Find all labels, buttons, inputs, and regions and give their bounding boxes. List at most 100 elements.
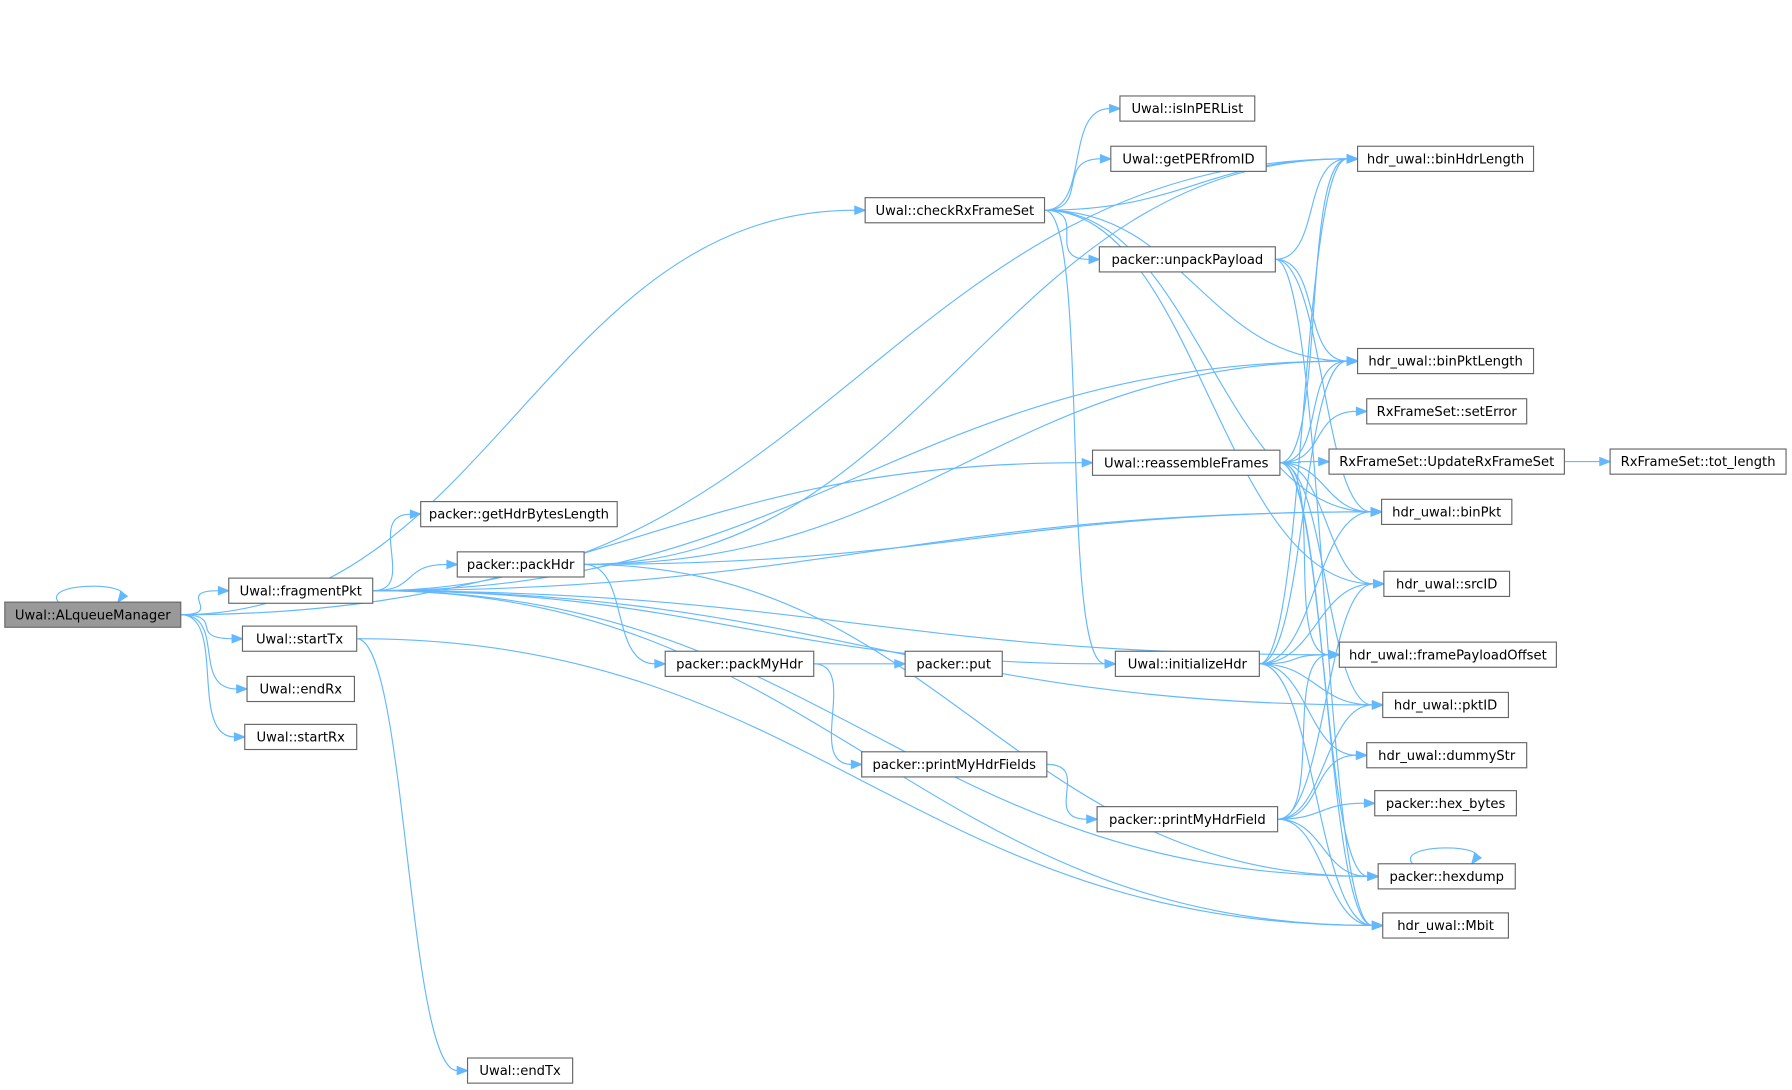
arrowhead: [446, 559, 459, 570]
node-box: [1366, 742, 1528, 769]
edge-print-my-hdr-field-to-dummy-str: [1277, 750, 1369, 820]
arrowhead: [1371, 920, 1385, 931]
edge-initialize-hdr-to-frame-payload-offset: [1259, 649, 1341, 665]
node-box: [1110, 145, 1267, 172]
node-dummy-str[interactable]: hdr_uwal::dummyStr: [1366, 742, 1528, 769]
arrowhead: [1346, 153, 1360, 164]
node-label: packer::put: [916, 657, 991, 672]
node-print-my-hdr-field[interactable]: packer::printMyHdrField: [1096, 806, 1279, 833]
node-label: Uwal::reassembleFrames: [1104, 456, 1269, 471]
edge-alq-to-start-rx: [180, 614, 247, 742]
edge-initialize-hdr-to-src-id: [1259, 579, 1386, 665]
edge-print-my-hdr-field-to-src-id: [1277, 579, 1386, 820]
node-tot-length[interactable]: RxFrameSet::tot_length: [1609, 448, 1787, 475]
node-box: [1366, 398, 1528, 425]
node-label: Uwal::startRx: [257, 731, 346, 746]
arrowhead: [233, 732, 247, 742]
node-frame-payload-offset[interactable]: hdr_uwal::framePayloadOffset: [1338, 641, 1557, 668]
arrowhead: [1355, 406, 1369, 417]
node-update-rx-frame-set[interactable]: RxFrameSet::UpdateRxFrameSet: [1328, 448, 1565, 475]
edge-unpack-payload-to-bin-pkt: [1275, 258, 1384, 517]
node-box: [861, 751, 1048, 778]
node-set-error[interactable]: RxFrameSet::setError: [1366, 398, 1528, 425]
node-bin-pkt[interactable]: hdr_uwal::binPkt: [1381, 498, 1513, 526]
node-box: [1119, 95, 1256, 122]
node-box: [904, 650, 1003, 677]
node-alq[interactable]: Uwal::ALqueueManager: [4, 601, 182, 628]
node-label: packer::printMyHdrFields: [873, 758, 1037, 773]
node-box: [244, 723, 358, 751]
edge-initialize-hdr-to-bin-pkt: [1259, 507, 1384, 665]
node-end-tx[interactable]: Uwal::endTx: [466, 1057, 574, 1084]
arrowhead: [854, 205, 867, 216]
node-box: [1382, 691, 1509, 719]
arrowhead: [1367, 871, 1380, 882]
edge-reassemble-frames-to-bin-pkt-length: [1279, 356, 1360, 464]
node-label: packer::hex_bytes: [1386, 797, 1506, 812]
arrowhead: [217, 585, 231, 596]
node-end-rx[interactable]: Uwal::endRx: [246, 675, 355, 703]
node-box: [1114, 650, 1260, 677]
node-bin-hdr-length[interactable]: hdr_uwal::binHdrLength: [1357, 145, 1535, 172]
node-label: hdr_uwal::binPktLength: [1368, 355, 1522, 370]
edge-initialize-hdr-to-pkt-id: [1259, 663, 1385, 710]
node-label: Uwal::startTx: [256, 632, 343, 647]
arrowhead: [1328, 649, 1341, 660]
node-box: [1357, 347, 1535, 375]
node-reassemble-frames[interactable]: Uwal::reassembleFrames: [1091, 449, 1281, 476]
node-initialize-hdr[interactable]: Uwal::initializeHdr: [1114, 650, 1260, 677]
edge-initialize-hdr-to-mbit: [1259, 663, 1385, 931]
node-hex-bytes[interactable]: packer::hex_bytes: [1374, 790, 1517, 817]
node-label: packer::unpackPayload: [1111, 253, 1263, 268]
node-label: hdr_uwal::Mbit: [1397, 919, 1494, 934]
node-bin-pkt-length[interactable]: hdr_uwal::binPktLength: [1357, 347, 1535, 375]
node-label: RxFrameSet::setError: [1377, 405, 1518, 420]
edge-initialize-hdr-to-bin-pkt-length: [1259, 356, 1360, 665]
edge-initialize-hdr-to-bin-hdr-length: [1259, 153, 1360, 665]
node-label: Uwal::endTx: [479, 1064, 561, 1079]
edge-pack-my-hdr-to-put: [813, 658, 907, 669]
node-unpack-payload[interactable]: packer::unpackPayload: [1098, 246, 1276, 273]
node-hexdump[interactable]: packer::hexdump: [1377, 863, 1516, 890]
edge-print-my-hdr-field-to-hex-bytes: [1277, 798, 1377, 820]
arrowhead: [116, 590, 129, 604]
node-fragment-pkt[interactable]: Uwal::fragmentPkt: [228, 577, 374, 604]
node-check-rx-frame-set[interactable]: Uwal::checkRxFrameSet: [864, 197, 1046, 224]
node-box: [1609, 448, 1787, 475]
node-put[interactable]: packer::put: [904, 650, 1003, 677]
node-is-in-perlist[interactable]: Uwal::isInPERList: [1119, 95, 1256, 122]
node-box: [466, 1057, 574, 1084]
node-label: Uwal::checkRxFrameSet: [876, 204, 1035, 219]
node-box: [456, 551, 585, 578]
node-get-hdr-bytes-length[interactable]: packer::getHdrBytesLength: [420, 501, 618, 528]
node-pkt-id[interactable]: hdr_uwal::pktID: [1382, 691, 1509, 719]
node-pack-my-hdr[interactable]: packer::packMyHdr: [664, 650, 815, 677]
node-label: Uwal::isInPERList: [1131, 102, 1243, 117]
arrowhead: [1355, 750, 1369, 761]
node-mbit[interactable]: hdr_uwal::Mbit: [1382, 912, 1509, 939]
node-box: [1338, 641, 1557, 668]
node-label: packer::packMyHdr: [676, 657, 803, 672]
node-get-perfrom-id[interactable]: Uwal::getPERfromID: [1110, 145, 1267, 172]
node-src-id[interactable]: hdr_uwal::srcID: [1383, 570, 1511, 597]
arrowhead: [1346, 356, 1360, 366]
node-label: Uwal::initializeHdr: [1128, 657, 1248, 672]
edge-start-tx-to-mbit: [356, 638, 1385, 931]
arrowhead: [654, 658, 667, 669]
node-start-rx[interactable]: Uwal::startRx: [244, 723, 358, 751]
node-label: hdr_uwal::pktID: [1394, 699, 1497, 714]
node-label: hdr_uwal::binPkt: [1392, 505, 1501, 520]
node-label: Uwal::getPERfromID: [1122, 152, 1254, 167]
arrowhead: [1086, 814, 1099, 825]
node-start-tx[interactable]: Uwal::startTx: [241, 625, 358, 652]
arrowhead: [409, 509, 423, 519]
node-box: [1098, 246, 1276, 273]
edge-unpack-payload-to-bin-hdr-length: [1275, 153, 1360, 260]
arrowhead: [1599, 456, 1612, 467]
node-box: [246, 675, 355, 703]
node-pack-hdr[interactable]: packer::packHdr: [456, 551, 585, 578]
edge-alq-to-fragment-pkt: [180, 585, 231, 616]
edge-pack-my-hdr-to-print-my-hdr-fields: [813, 663, 864, 770]
edge-fragment-pkt-to-get-hdr-bytes-length: [372, 509, 423, 592]
node-print-my-hdr-fields[interactable]: packer::printMyHdrFields: [861, 751, 1048, 778]
